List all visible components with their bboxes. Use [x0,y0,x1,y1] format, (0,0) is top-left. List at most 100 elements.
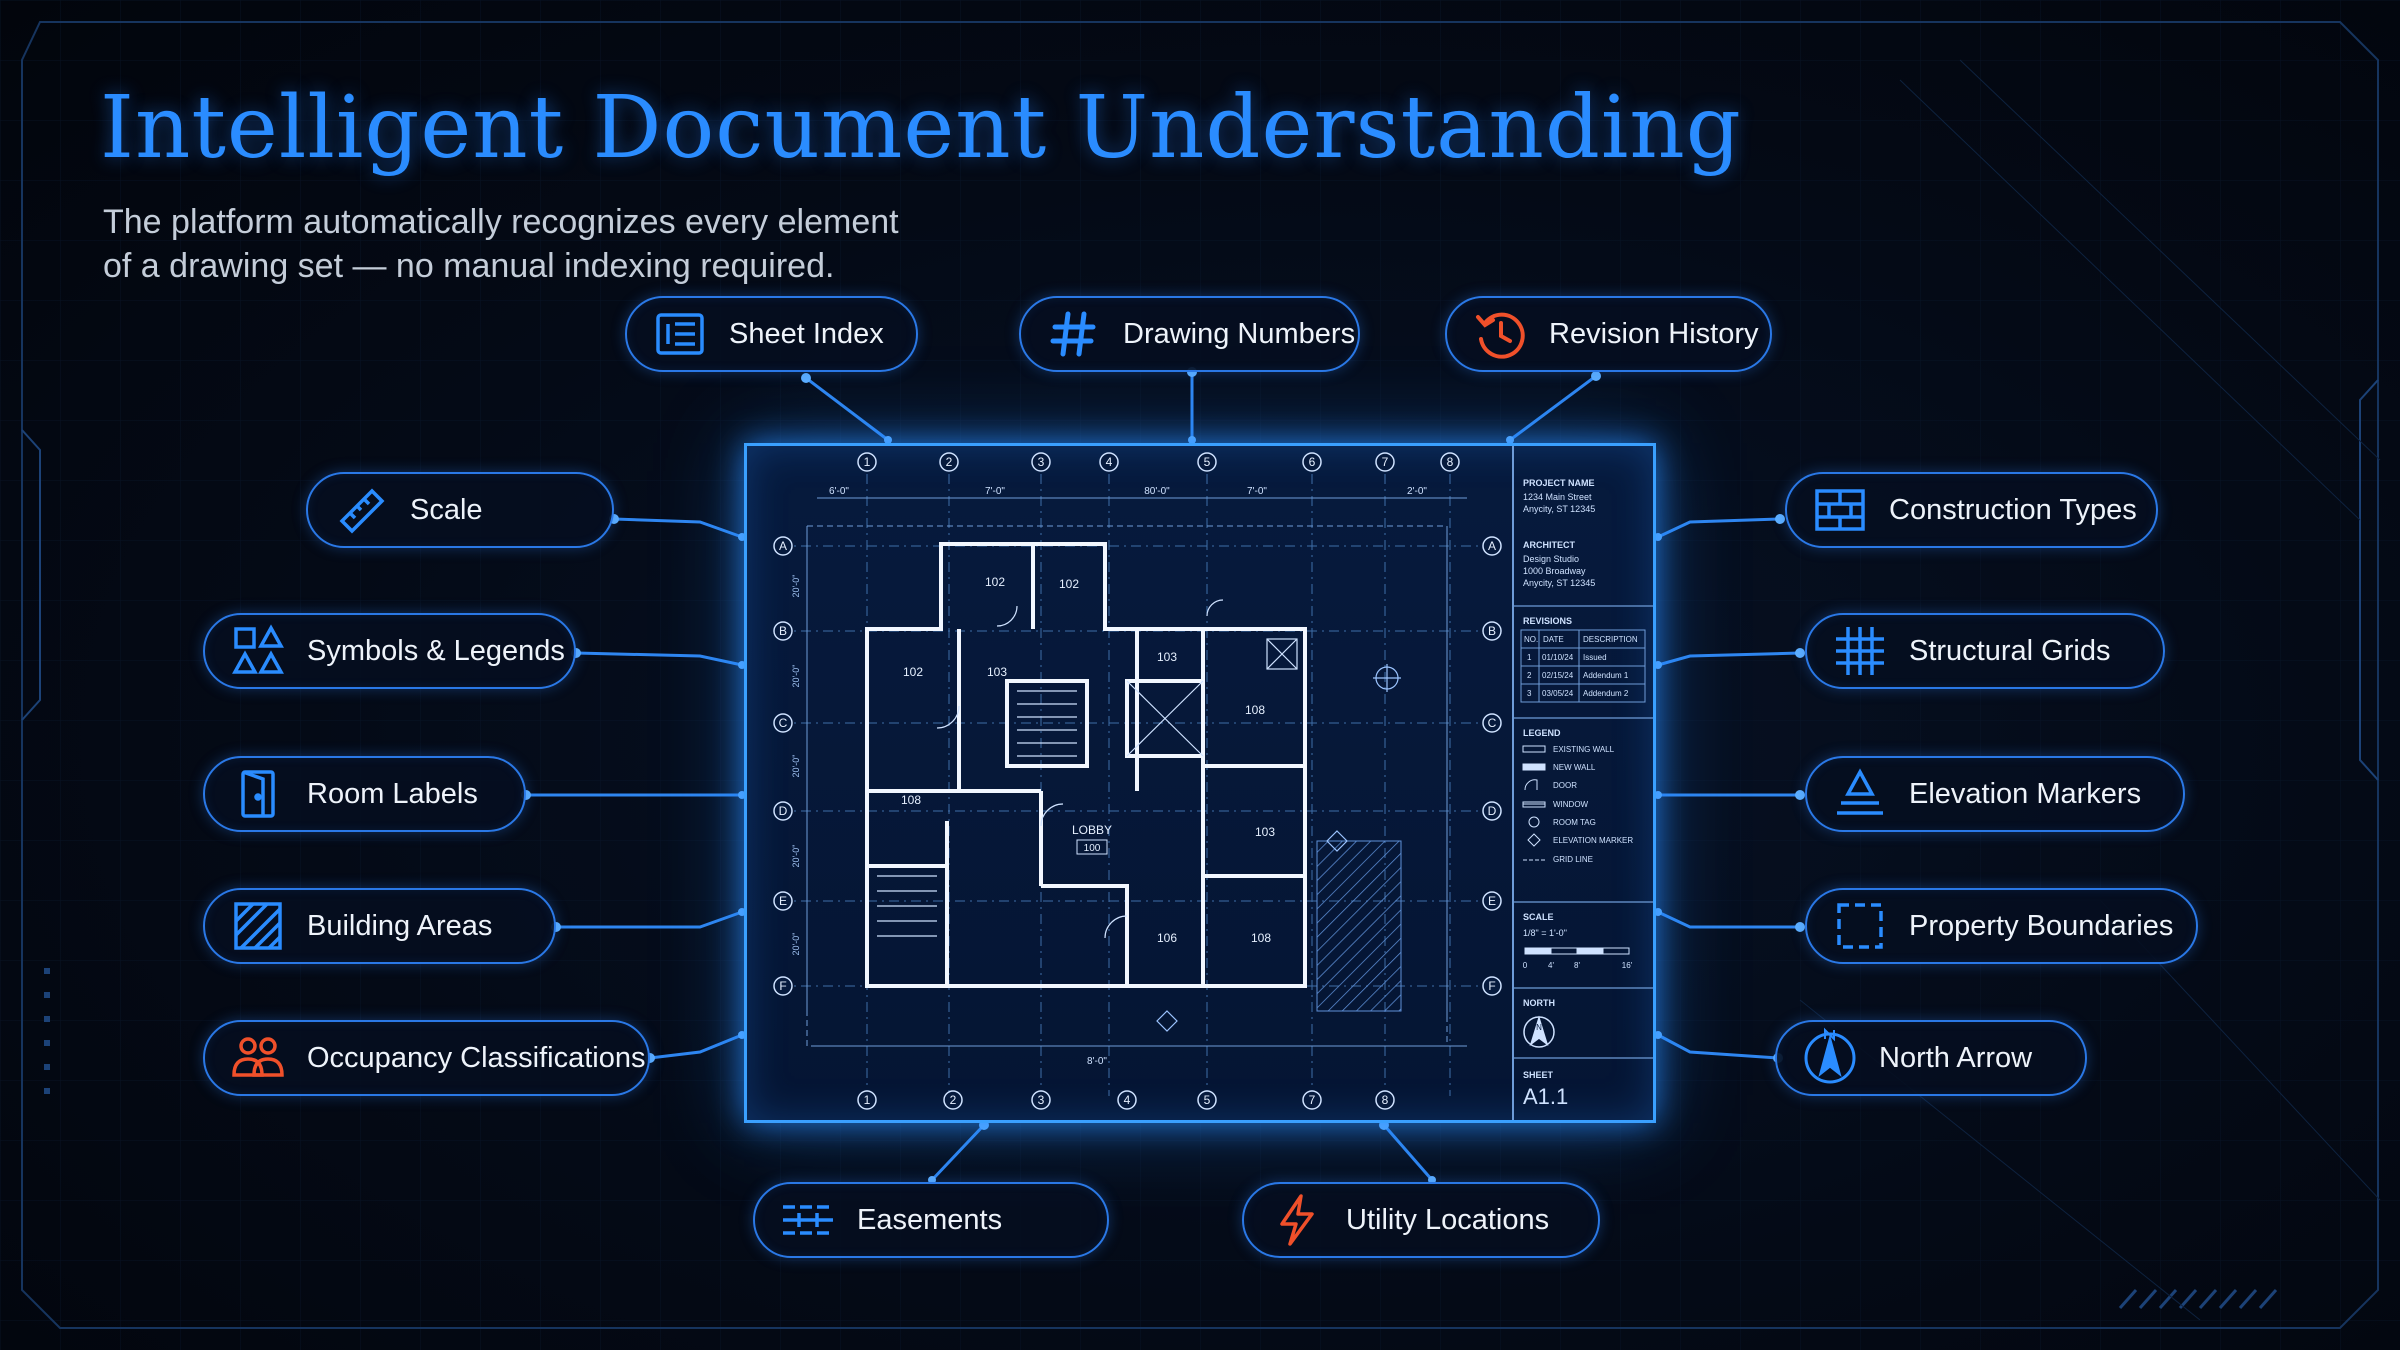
dimension-label: 20'-0" [791,755,801,778]
room-label: 108 [901,793,921,807]
scale-tick: 8' [1574,961,1580,970]
node-label: Easements [857,1203,1003,1236]
node-label: Occupancy Classifications [307,1041,646,1074]
tb-rev-cell: 3 [1527,689,1532,698]
node-north-arrow[interactable]: North Arrow [1775,1020,2087,1096]
node-label: North Arrow [1879,1041,2033,1074]
room-label-lobby: LOBBY [1072,823,1112,837]
bolt-icon [1270,1193,1324,1247]
people-icon [231,1031,285,1085]
floor-plan: 1 2 3 4 5 6 7 8 1 2 3 4 5 7 8 A B C D E … [773,446,1653,1120]
node-label: Revision History [1549,317,1759,350]
grid-bubble-right-c: C [1488,716,1497,730]
shapes-icon [231,624,285,678]
node-occupancy-classifications[interactable]: Occupancy Classifications [203,1020,650,1096]
grid-icon [1833,624,1887,678]
history-icon [1473,307,1527,361]
node-label: Scale [410,493,483,526]
node-room-labels[interactable]: Room Labels [203,756,526,832]
page-title: Intelligent Document Understanding [100,78,1742,178]
grid-bubble-bottom-8: 8 [1382,1093,1389,1107]
tb-scale-heading: SCALE [1523,912,1554,922]
node-label: Utility Locations [1346,1203,1550,1236]
tb-sheet-number: A1.1 [1523,1084,1568,1109]
dimension-label: 2'-0" [1407,486,1427,497]
grid-bubble-right-a: A [1488,539,1496,553]
legend-item: DOOR [1553,781,1577,790]
tb-architect-line: Design Studio [1523,554,1579,564]
tb-rev-cell: 02/15/24 [1542,671,1574,680]
node-scale[interactable]: Scale [306,472,614,548]
dimension-label: 7'-0" [1247,486,1267,497]
node-property-boundaries[interactable]: Property Boundaries [1805,888,2198,964]
room-label: 103 [987,665,1007,679]
node-symbols-legends[interactable]: Symbols & Legends [203,613,576,689]
node-easements[interactable]: Easements [753,1182,1109,1258]
grid-bubble-right-d: D [1488,804,1497,818]
tb-project-heading: PROJECT NAME [1523,478,1595,488]
node-building-areas[interactable]: Building Areas [203,888,556,964]
grid-bubble-right-f: F [1488,979,1495,993]
node-label: Building Areas [307,909,493,942]
grid-bubble-left-a: A [779,539,787,553]
node-sheet-index[interactable]: Sheet Index [625,296,918,372]
node-drawing-numbers[interactable]: Drawing Numbers [1019,296,1360,372]
grid-bubble-top-2: 2 [946,455,953,469]
tb-rev-col: DATE [1543,635,1564,644]
room-label: 102 [1059,577,1079,591]
scale-tick: 16' [1622,961,1633,970]
legend-item: NEW WALL [1553,763,1596,772]
list-icon [653,307,707,361]
room-label: 108 [1251,931,1271,945]
tb-architect-line: Anycity, ST 12345 [1523,578,1595,588]
room-label: 108 [1245,703,1265,717]
tb-project-line: 1234 Main Street [1523,492,1592,502]
grid-bubble-top-6: 6 [1309,455,1316,469]
tb-rev-cell: Issued [1583,653,1607,662]
dimension-label: 7'-0" [985,486,1005,497]
node-utility-locations[interactable]: Utility Locations [1242,1182,1600,1258]
tb-rev-cell: 1 [1527,653,1532,662]
dimension-label: 20'-0" [791,845,801,868]
tb-rev-cell: Addendum 2 [1583,689,1629,698]
grid-bubble-right-e: E [1488,894,1496,908]
grid-bubble-bottom-4: 4 [1124,1093,1131,1107]
node-construction-types[interactable]: Construction Types [1785,472,2158,548]
node-label: Construction Types [1889,493,2137,526]
tb-revisions-heading: REVISIONS [1523,616,1572,626]
grid-bubble-bottom-7: 7 [1309,1093,1316,1107]
grid-bubble-left-d: D [779,804,788,818]
tb-rev-cell: 01/10/24 [1542,653,1574,662]
tb-scale-value: 1/8" = 1'-0" [1523,928,1567,938]
grid-bubble-top-3: 3 [1038,455,1045,469]
tb-rev-col: NO. [1524,635,1538,644]
grid-bubble-top-8: 8 [1447,455,1454,469]
brick-icon [1813,483,1867,537]
node-revision-history[interactable]: Revision History [1445,296,1772,372]
grid-bubble-top-4: 4 [1106,455,1113,469]
legend-item: EXISTING WALL [1553,745,1615,754]
grid-bubble-bottom-2: 2 [950,1093,957,1107]
room-tag-lobby: 100 [1084,843,1101,854]
node-structural-grids[interactable]: Structural Grids [1805,613,2165,689]
tb-rev-cell: 03/05/24 [1542,689,1574,698]
grid-bubble-left-b: B [779,624,787,638]
node-elevation-markers[interactable]: Elevation Markers [1805,756,2185,832]
room-label: 103 [1157,650,1177,664]
dimension-label: 20'-0" [791,575,801,598]
room-label: 103 [1255,825,1275,839]
node-label: Room Labels [307,777,478,810]
dimension-label: 80'-0" [1144,486,1170,497]
title-block: PROJECT NAME 1234 Main Street Anycity, S… [1512,446,1653,1120]
grid-bubble-right-b: B [1488,624,1496,638]
hash-icon [1047,307,1101,361]
room-label: 102 [985,575,1005,589]
compass-icon [1803,1027,1857,1085]
node-label: Drawing Numbers [1123,317,1356,350]
blueprint-drawing: 1 2 3 4 5 6 7 8 1 2 3 4 5 7 8 A B C D E … [744,443,1656,1123]
dimension-label: 6'-0" [829,486,849,497]
grid-bubble-bottom-1: 1 [864,1093,871,1107]
grid-bubble-bottom-3: 3 [1038,1093,1045,1107]
tb-project-line: Anycity, ST 12345 [1523,504,1595,514]
subtitle-line-1: The platform automatically recognizes ev… [103,203,899,241]
